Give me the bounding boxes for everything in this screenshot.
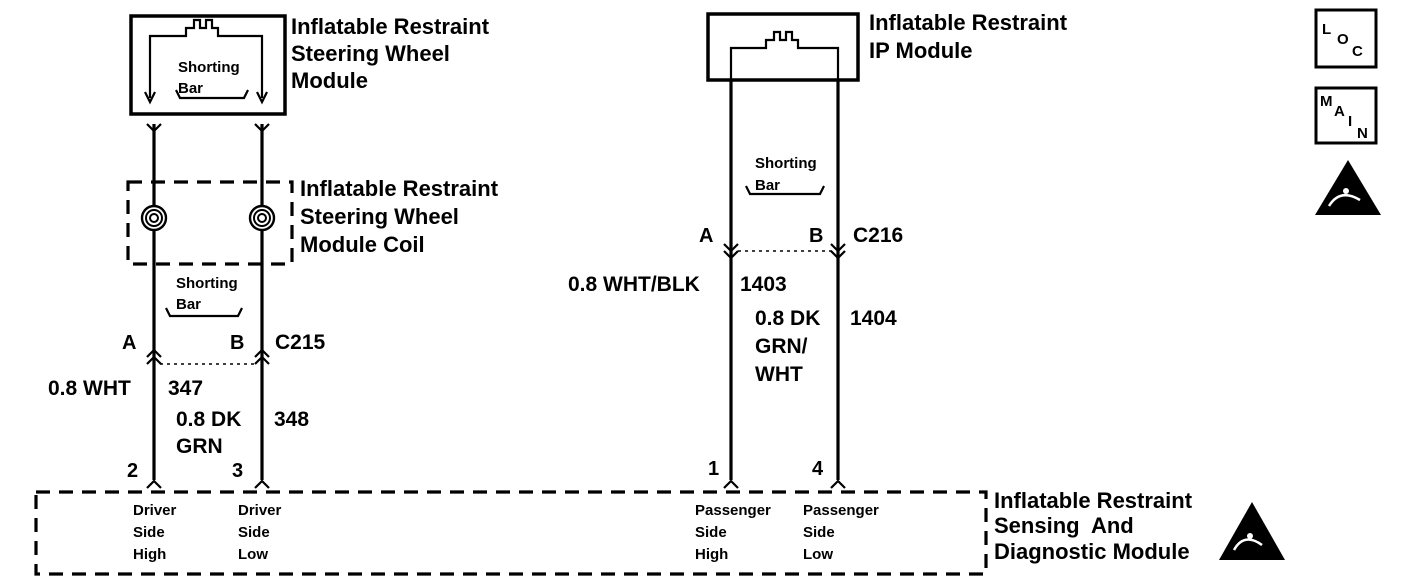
sdm-pin-3-label-3: Low: [238, 546, 268, 563]
sdm-pin-3-label-1: Driver: [238, 502, 282, 519]
c215-pin-b: B: [230, 332, 244, 354]
wire-348-color-2: GRN: [176, 435, 223, 458]
sw-module-shorting-bar-label-2: Bar: [178, 80, 203, 97]
sdm-pin-1-number: 1: [708, 458, 719, 480]
sdm-pin-2-number: 2: [127, 460, 138, 482]
ip-module-title-1: Inflatable Restraint: [869, 10, 1068, 35]
c216-name: C216: [853, 224, 903, 247]
c216-pin-a: A: [699, 225, 713, 247]
coil-shorting-bar-label-1: Shorting: [176, 275, 238, 292]
sdm-pin-3-label-2: Side: [238, 524, 270, 541]
steering-wheel-module: Shorting Bar: [129, 14, 287, 116]
ip-shorting-bar-label-2: Bar: [755, 177, 780, 194]
main-icon: M A I N: [1314, 86, 1378, 145]
sdm-pin-2-label-2: Side: [133, 524, 165, 541]
svg-text:N: N: [1357, 125, 1368, 142]
ip-shorting-bar-label-1: Shorting: [755, 155, 817, 172]
coil-title-2: Steering Wheel: [300, 204, 459, 229]
connector-c216: [723, 243, 846, 260]
esd-warning-icon: [1315, 160, 1381, 215]
loc-icon: L O C: [1314, 8, 1378, 69]
svg-text:A: A: [1334, 103, 1345, 120]
sdm-title-2: Sensing And: [994, 513, 1134, 538]
sw-module-title-1: Inflatable Restraint: [291, 14, 490, 39]
svg-text:O: O: [1337, 31, 1349, 48]
sdm-pin-3-number: 3: [232, 460, 243, 482]
sdm-title-3: Diagnostic Module: [994, 539, 1190, 564]
wire-1403-color: 0.8 WHT/BLK: [568, 273, 700, 296]
coil-title-1: Inflatable Restraint: [300, 176, 499, 201]
c215-pin-a: A: [122, 332, 136, 354]
svg-text:C: C: [1352, 43, 1363, 60]
wire-348-circuit: 348: [274, 408, 309, 431]
sdm-pin-4-label-2: Side: [803, 524, 835, 541]
sw-module-title-3: Module: [291, 68, 368, 93]
wire-348-color-1: 0.8 DK: [176, 408, 241, 431]
sdm-pin-4-label-3: Low: [803, 546, 833, 563]
connector-c215: [146, 348, 270, 365]
esd-warning-icon: [1219, 502, 1285, 560]
sdm-pin-1-label-1: Passenger: [695, 502, 771, 519]
sw-module-shorting-bar-label-1: Shorting: [178, 59, 240, 76]
wire-1403-circuit: 1403: [740, 273, 787, 296]
wire-1404-color-2: GRN/: [755, 335, 808, 358]
sdm-pin-1-label-3: High: [695, 546, 728, 563]
svg-text:M: M: [1320, 93, 1333, 110]
ip-module: [706, 12, 860, 82]
svg-text:L: L: [1322, 21, 1331, 38]
sdm-pin-4-label-1: Passenger: [803, 502, 879, 519]
sensing-diagnostic-module: [34, 490, 988, 576]
coil-shorting-bar-label-2: Bar: [176, 296, 201, 313]
ip-module-title-2: IP Module: [869, 38, 973, 63]
svg-text:I: I: [1348, 113, 1352, 130]
c215-name: C215: [275, 331, 326, 354]
sdm-pin-1-label-2: Side: [695, 524, 727, 541]
wire-1404-circuit: 1404: [850, 307, 897, 330]
sdm-title-1: Inflatable Restraint: [994, 488, 1193, 513]
steering-wheel-module-coil: [126, 180, 294, 266]
wire-1404-color-3: WHT: [755, 363, 803, 386]
c216-pin-b: B: [809, 225, 823, 247]
sdm-pin-2-label-1: Driver: [133, 502, 177, 519]
sw-module-title-2: Steering Wheel: [291, 41, 450, 66]
sdm-pin-4-number: 4: [812, 458, 824, 480]
sdm-pin-2-label-3: High: [133, 546, 166, 563]
wire-1404-color-1: 0.8 DK: [755, 307, 820, 330]
wire-347-color: 0.8 WHT: [48, 377, 131, 400]
coil-title-3: Module Coil: [300, 232, 425, 257]
wire-347-circuit: 347: [168, 377, 203, 400]
